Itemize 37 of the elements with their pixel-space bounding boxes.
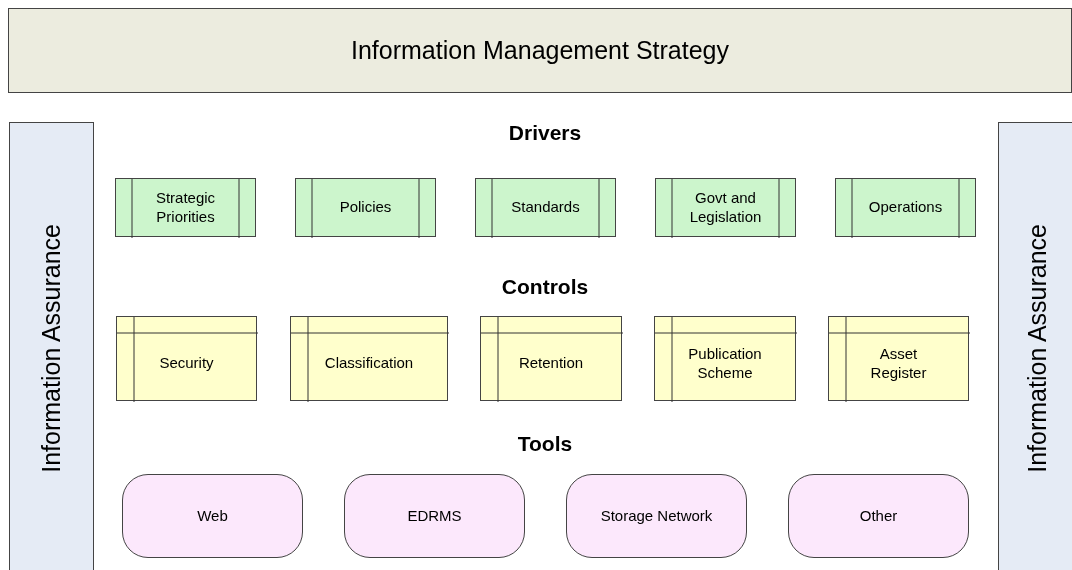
- tool-box: [344, 474, 525, 558]
- tool-box: [788, 474, 969, 558]
- title-banner: [8, 8, 1072, 93]
- section-heading: Controls: [501, 275, 589, 299]
- control-box: [654, 316, 796, 401]
- box-label: Publication Scheme: [687, 344, 763, 383]
- box-label: Asset Register: [869, 344, 928, 383]
- box-label: Strategic Priorities: [154, 188, 217, 227]
- box-label: Operations: [868, 198, 943, 217]
- box-label: Information Assurance: [1022, 223, 1053, 473]
- tool-box: [566, 474, 747, 558]
- box-label: Classification: [324, 354, 414, 373]
- section-heading: Tools: [517, 432, 573, 456]
- box-label: Other: [859, 506, 898, 526]
- driver-box: [295, 178, 436, 237]
- box-label: Security: [159, 354, 214, 373]
- box-label: Standards: [511, 198, 580, 217]
- driver-box: [115, 178, 256, 237]
- side-band: [998, 122, 1072, 570]
- driver-box: [475, 178, 616, 237]
- box-label: Policies: [339, 198, 392, 217]
- title: Information Management Strategy: [351, 34, 729, 66]
- box-label: Information Assurance: [35, 223, 66, 473]
- box-label: Storage Network: [600, 506, 713, 526]
- tool-box: [122, 474, 303, 558]
- driver-box: [655, 178, 796, 237]
- section-heading: Drivers: [508, 121, 582, 145]
- box-label: EDRMS: [407, 506, 462, 526]
- control-box: [828, 316, 969, 401]
- control-box: [116, 316, 257, 401]
- box-label: Web: [197, 506, 228, 526]
- box-label: Govt and Legislation: [688, 188, 763, 227]
- control-box: [290, 316, 448, 401]
- control-box: [480, 316, 622, 401]
- driver-box: [835, 178, 976, 237]
- box-label: Retention: [518, 354, 584, 373]
- side-band: [9, 122, 94, 570]
